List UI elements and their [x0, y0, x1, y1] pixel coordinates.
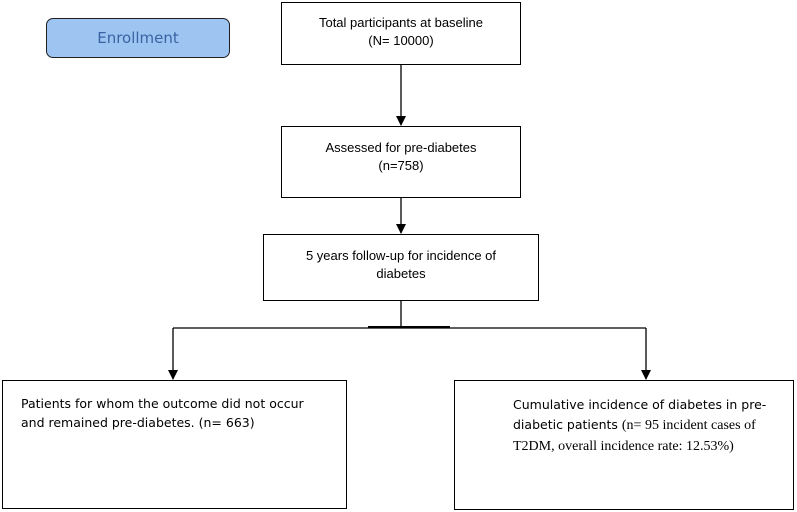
- no-outcome-box: Patients for whom the outcome did not oc…: [2, 380, 347, 509]
- incidence-line-3: T2DM, overall incidence rate: 12.53%): [513, 439, 734, 454]
- followup-text: 5 years follow-up for incidence of diabe…: [305, 248, 497, 281]
- incidence-line-2-serif: (n= 95 incident cases of: [621, 418, 756, 433]
- cumulative-incidence-box: Cumulative incidence of diabetes in pre-…: [454, 380, 794, 510]
- enrollment-stage-label: Enrollment: [46, 18, 230, 58]
- followup-box: 5 years follow-up for incidence of diabe…: [263, 234, 539, 301]
- incidence-line-2: diabetic patients: [513, 417, 622, 432]
- incidence-line-1: Cumulative incidence of diabetes in pre-: [513, 397, 767, 412]
- cumulative-incidence-text: Cumulative incidence of diabetes in pre-…: [455, 381, 793, 457]
- no-outcome-text: Patients for whom the outcome did not oc…: [21, 396, 304, 430]
- prediabetes-assessment-text: Assessed for pre-diabetes (n=758): [325, 140, 477, 173]
- baseline-participants-text: Total participants at baseline (N= 10000…: [318, 15, 484, 48]
- prediabetes-assessment-box: Assessed for pre-diabetes (n=758): [281, 126, 521, 198]
- baseline-participants-box: Total participants at baseline (N= 10000…: [281, 2, 521, 65]
